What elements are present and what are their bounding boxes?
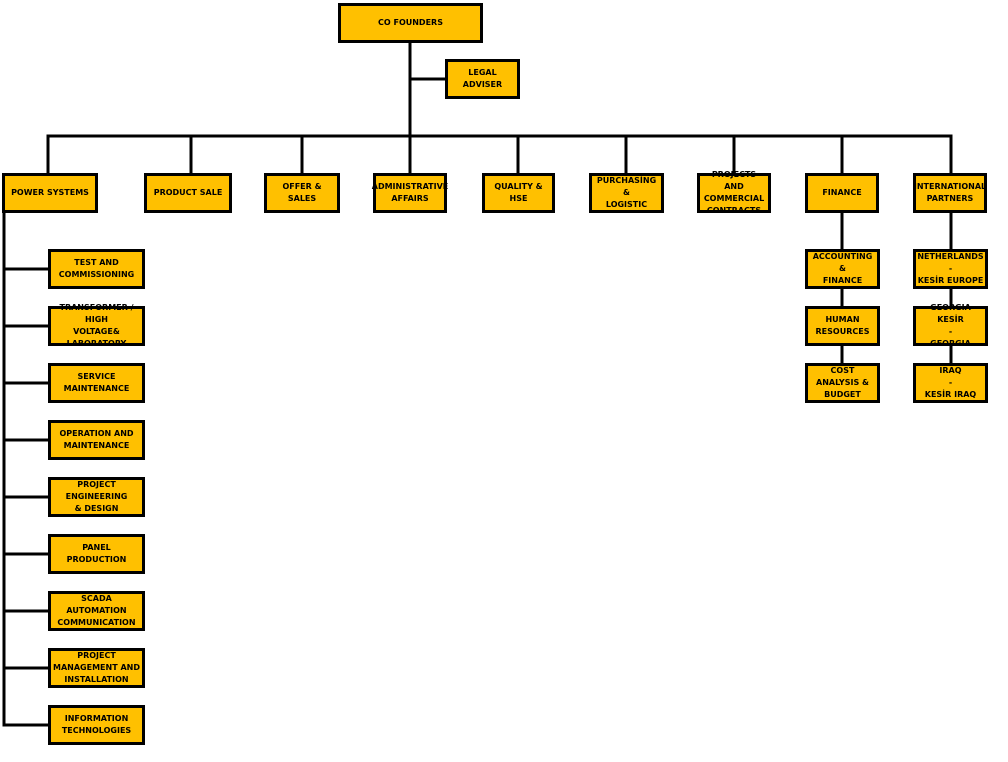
dept-offer-sales: OFFER & SALES [264, 173, 340, 213]
dept-administrative-affairs: ADMINISTRATIVE AFFAIRS [372, 173, 448, 213]
legal-adviser-box: LEGAL ADVISER [445, 59, 520, 99]
unit-service-maintenance: SERVICE MAINTENANCE [48, 363, 145, 403]
unit-panel-production: PANEL PRODUCTION [48, 534, 145, 574]
unit-accounting-finance: ACCOUNTING & FINANCE [805, 249, 880, 289]
dept-finance: FINANCE [805, 173, 879, 213]
unit-human-resources: HUMAN RESOURCES [805, 306, 880, 346]
unit-georgia-kesir-georgia: GEORGIA KESİR - GEORGIA [913, 303, 988, 348]
dept-quality-hse: QUALITY & HSE [482, 173, 555, 213]
dept-power-systems: POWER SYSTEMS [2, 173, 98, 213]
dept-projects-commercial-contracts: PROJECTS AND COMMERCIAL CONTRACTS [697, 170, 771, 215]
unit-project-management-installation: PROJECT MANAGEMENT AND INSTALLATION [48, 648, 145, 688]
unit-transformer-high-voltage-laboratory: TRANSFORMER / HIGH VOLTAGE& LABORATORY [48, 303, 145, 348]
unit-test-commissioning: TEST AND COMMISSIONING [48, 249, 145, 289]
unit-netherlands-kesir-europe: NETHERLANDS - KESİR EUROPE [913, 249, 988, 289]
co-founders-box: CO FOUNDERS [338, 3, 483, 43]
unit-project-engineering-design: PROJECT ENGINEERING & DESIGN [48, 477, 145, 517]
dept-product-sale: PRODUCT SALE [144, 173, 232, 213]
unit-operation-maintenance: OPERATION AND MAINTENANCE [48, 420, 145, 460]
unit-information-technologies: INFORMATION TECHNOLOGIES [48, 705, 145, 745]
unit-iraq-kesir-iraq: IRAQ - KESİR IRAQ [913, 363, 988, 403]
dept-purchasing-logistic: PURCHASİNG & LOGISTIC [589, 173, 664, 213]
dept-international-partners: INTERNATIONAL PARTNERS [913, 173, 987, 213]
unit-scada-automation-communication: SCADA AUTOMATION COMMUNICATION [48, 591, 145, 631]
unit-cost-analysis-budget: COST ANALYSIS & BUDGET [805, 363, 880, 403]
